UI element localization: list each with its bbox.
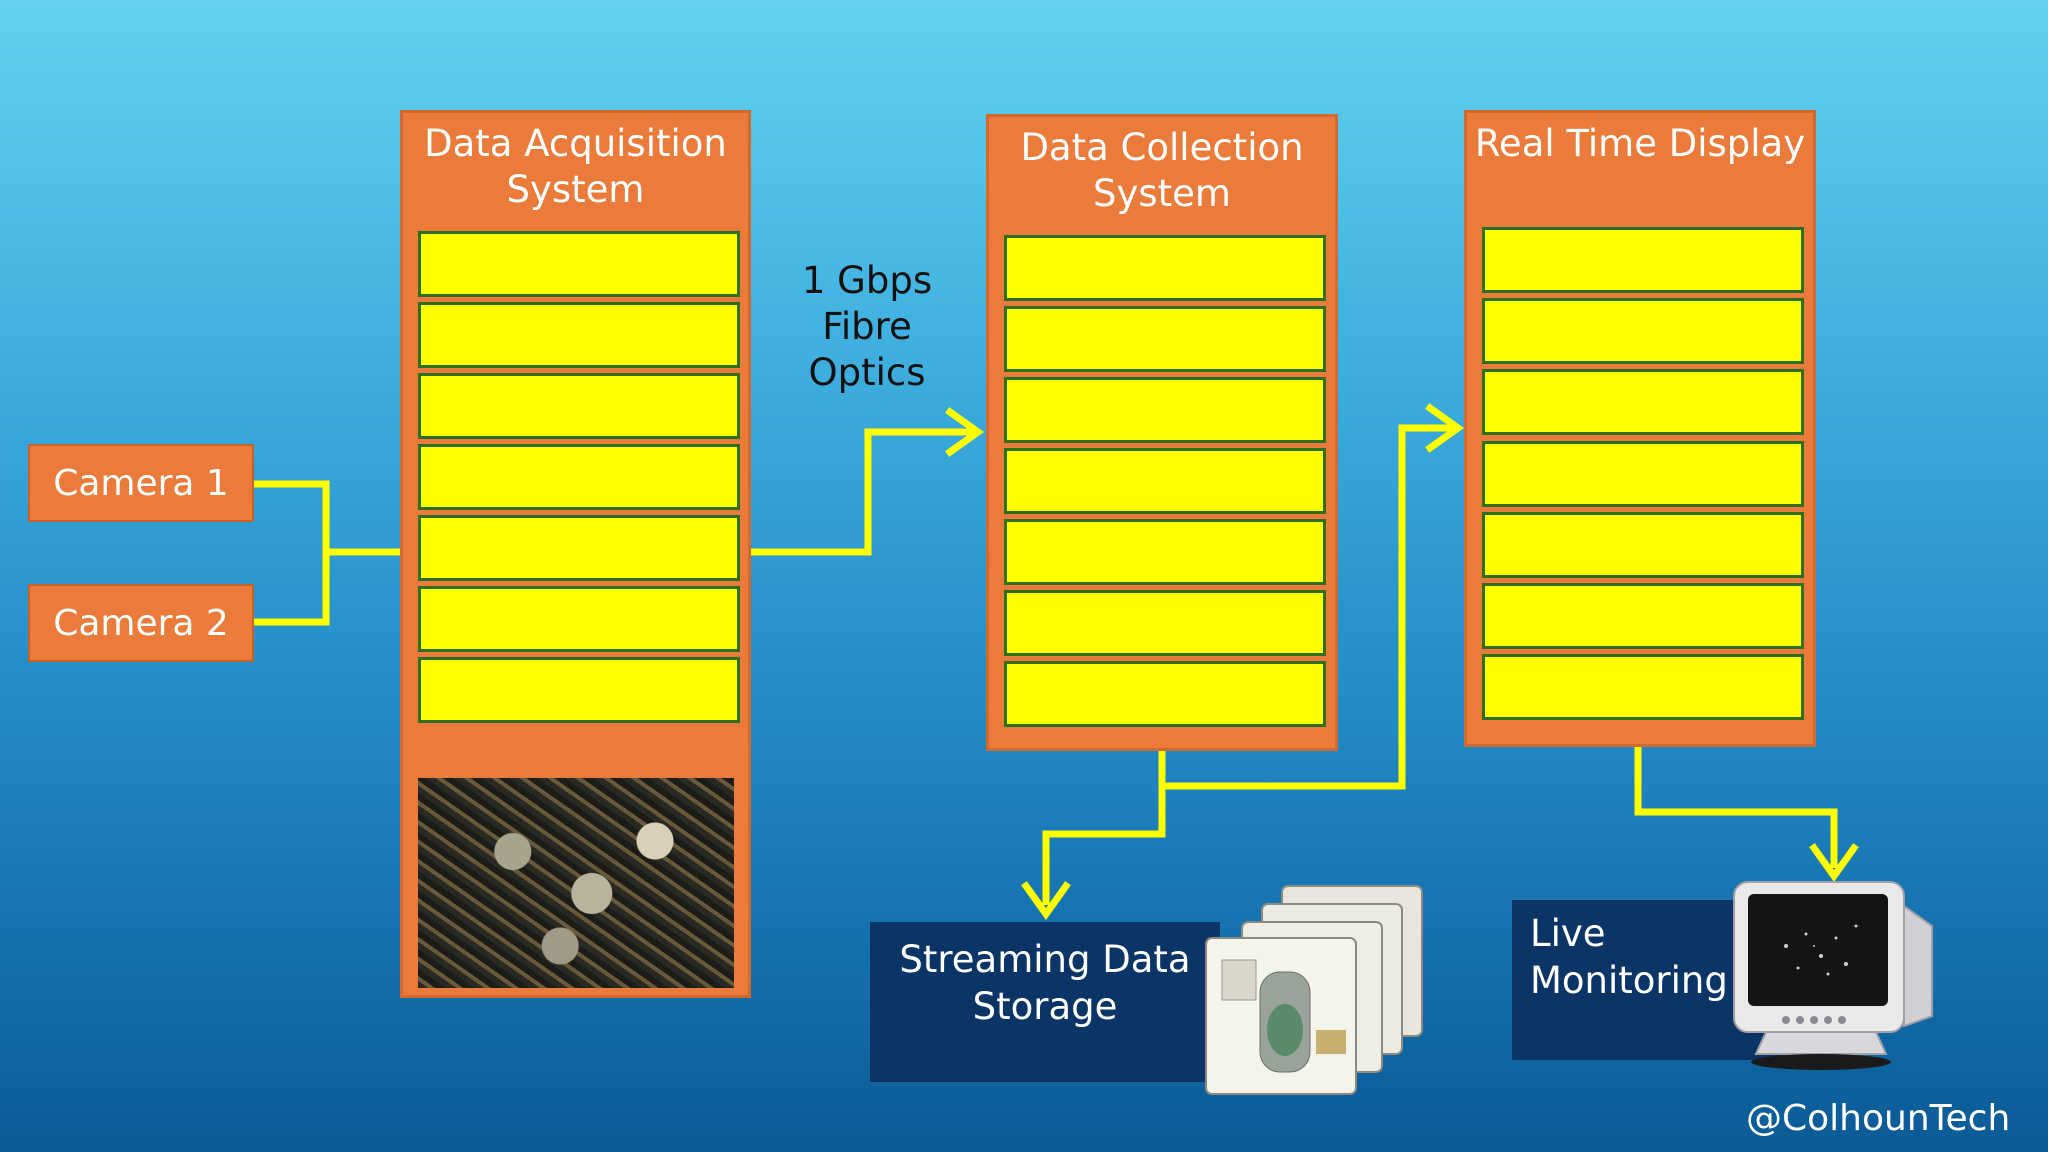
real-time-display-title: Real Time Display	[1474, 122, 1806, 165]
collection-slot-1	[1004, 235, 1326, 301]
collection-slot-7	[1004, 661, 1326, 727]
display-slot-7	[1482, 654, 1804, 720]
fibre-optics-connector	[751, 428, 972, 556]
circuit-board-image	[418, 778, 734, 988]
fibre-optics-label: 1 Gbps Fibre Optics	[801, 259, 933, 394]
collection-to-display-connector	[1158, 424, 1452, 790]
real-time-display-panel: Real Time Display	[1464, 110, 1816, 747]
camera-1-label: Camera 1	[53, 462, 229, 504]
data-collection-panel: Data Collection System	[986, 114, 1338, 751]
display-slot-3	[1482, 369, 1804, 435]
data-acquisition-title: Data Acquisition System	[424, 122, 727, 211]
crt-monitor-image	[1733, 881, 1933, 1070]
acquisition-slot-1	[418, 231, 740, 297]
acquisition-slot-2	[418, 302, 740, 368]
collection-slot-3	[1004, 377, 1326, 443]
streaming-data-storage-box: Streaming Data Storage	[870, 922, 1220, 1082]
display-slot-1	[1482, 227, 1804, 293]
camera-2-label: Camera 2	[53, 602, 229, 644]
arrowhead-storage	[1021, 881, 1071, 921]
camera1-connector	[254, 480, 330, 620]
acquisition-slot-4	[418, 444, 740, 510]
display-to-monitor-connector	[1634, 747, 1838, 868]
collection-slot-5	[1004, 519, 1326, 585]
collection-to-storage-connector	[1042, 786, 1166, 905]
display-slot-6	[1482, 583, 1804, 649]
display-slot-5	[1482, 512, 1804, 578]
display-slot-2	[1482, 298, 1804, 364]
watermark-handle: @ColhounTech	[1746, 1098, 2011, 1139]
collection-slot-6	[1004, 590, 1326, 656]
camera-1-box: Camera 1	[28, 444, 254, 522]
acquisition-slot-6	[418, 586, 740, 652]
arrowhead-monitor	[1809, 843, 1859, 883]
arrowhead-display	[1425, 403, 1465, 453]
arrowhead-collection	[945, 407, 985, 457]
collection-slot-2	[1004, 306, 1326, 372]
acquisition-slot-7	[418, 657, 740, 723]
display-slot-4	[1482, 441, 1804, 507]
tape-cartridges-image	[1205, 885, 1423, 1095]
collection-slot-4	[1004, 448, 1326, 514]
data-collection-title: Data Collection System	[1020, 126, 1304, 215]
acquisition-slot-5	[418, 515, 740, 581]
data-acquisition-panel: Data Acquisition System	[400, 110, 751, 998]
camera-2-box: Camera 2	[28, 584, 254, 662]
acquisition-slot-3	[418, 373, 740, 439]
camera2-connector	[254, 552, 330, 626]
